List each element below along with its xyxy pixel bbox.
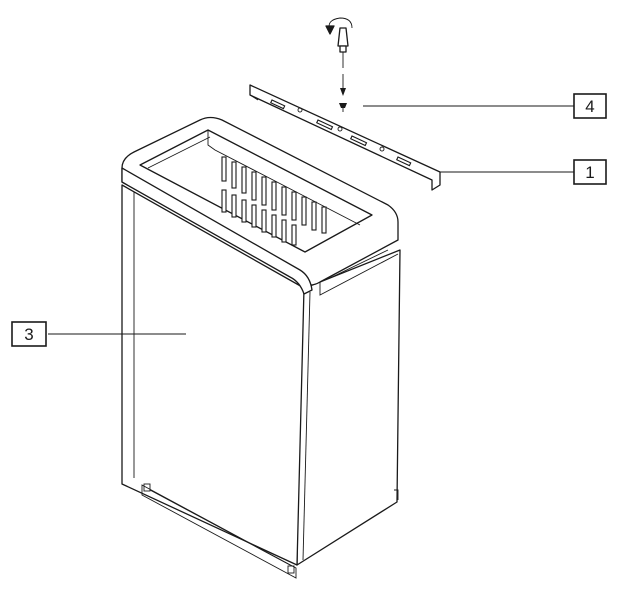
svg-text:3: 3 [24,325,33,344]
svg-text:4: 4 [585,97,594,116]
cabinet-body [121,184,401,579]
screwdriver-icon [337,27,349,68]
top-frame [121,116,399,296]
screw-icon [339,103,347,112]
callout-1: 1 [573,159,607,185]
svg-text:1: 1 [585,163,594,182]
rotation-arrow-icon [325,17,353,35]
down-arrow-icon [340,74,346,96]
callout-4: 4 [573,93,607,119]
grille-slots [221,156,327,246]
callout-3: 3 [11,321,47,347]
